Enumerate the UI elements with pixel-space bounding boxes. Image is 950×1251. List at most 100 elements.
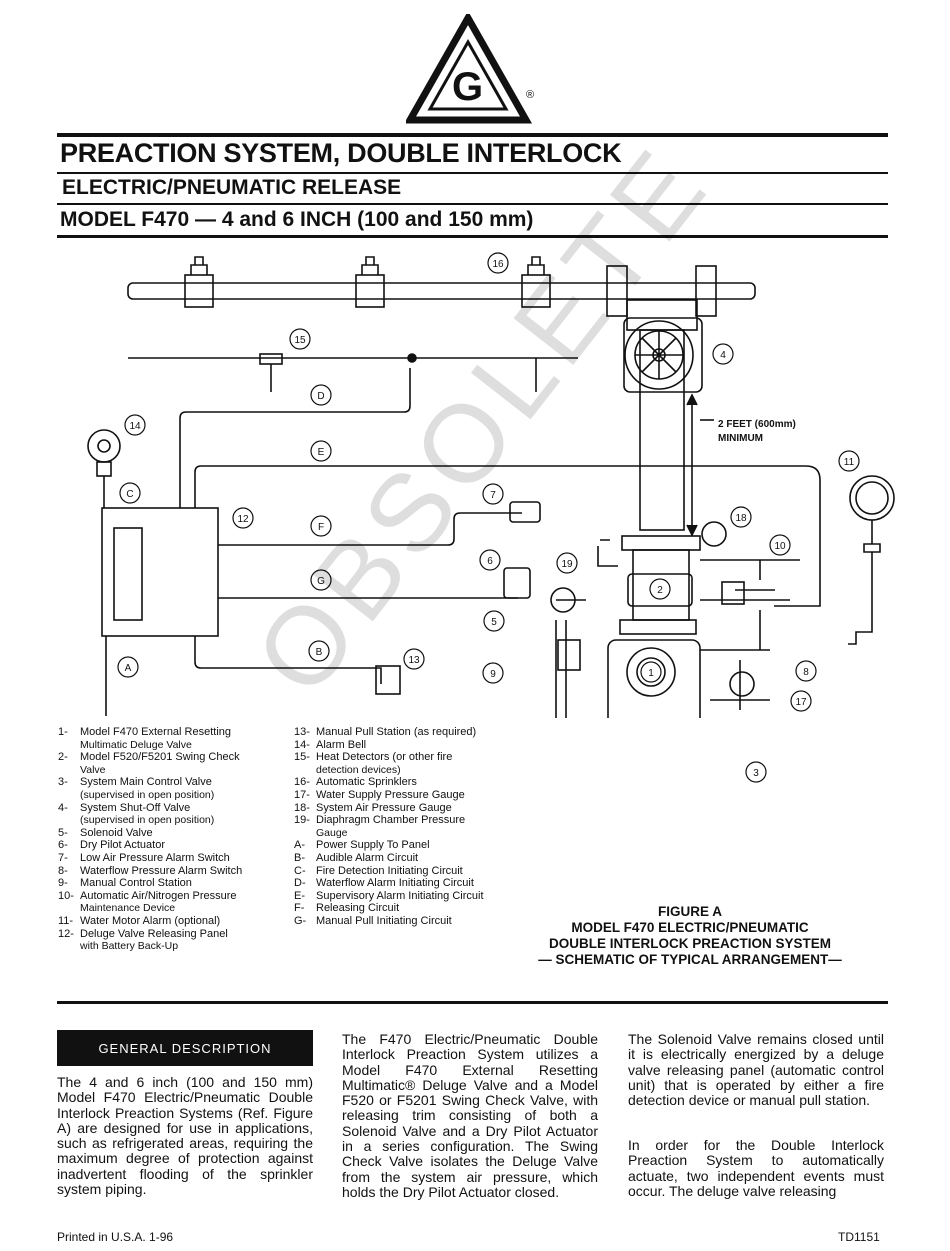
legend-item-text: Solenoid Valve <box>80 826 153 839</box>
figure-caption: FIGURE A MODEL F470 ELECTRIC/PNEUMATIC D… <box>500 904 880 968</box>
legend-item-number: 19- <box>294 814 310 827</box>
legend-item-text: Automatic Sprinklers <box>316 776 417 789</box>
caption-line-3: DOUBLE INTERLOCK PREACTION SYSTEM <box>548 936 831 951</box>
legend-item-body: Water Motor Alarm (optional) <box>80 915 220 928</box>
description-column-3b: In order for the Double Interlock Preact… <box>628 1137 884 1199</box>
legend-item-body: Manual Control Station <box>80 877 192 890</box>
callout-19: 19 <box>556 552 578 574</box>
svg-text:4: 4 <box>720 350 726 361</box>
svg-text:B: B <box>316 647 323 658</box>
alarm-bell <box>87 429 121 508</box>
sprinkler-main-pipe <box>127 265 756 317</box>
legend-item: G-Manual Pull Initiating Circuit <box>294 915 524 928</box>
legend-item-number: 17- <box>294 788 310 801</box>
legend-item-number: 16- <box>294 776 310 789</box>
legend-item-text: Low Air Pressure Alarm Switch <box>80 851 230 864</box>
legend-item-text: System Air Pressure Gauge <box>316 801 452 814</box>
svg-text:D: D <box>317 391 324 402</box>
circuit-d <box>194 465 821 607</box>
callout-17: 17 <box>790 690 812 712</box>
svg-text:10: 10 <box>774 541 786 552</box>
water-motor-alarm <box>848 475 895 645</box>
legend-item-subtext: detection devices) <box>316 763 401 776</box>
legend-item-body: Audible Alarm Circuit <box>316 852 418 865</box>
legend-item-number: D- <box>294 877 306 890</box>
legend-item-subtext: (supervised in open position) <box>80 788 215 801</box>
callout-7: 7 <box>482 483 504 505</box>
legend-item: 11- Water Motor Alarm (optional) <box>58 915 288 928</box>
legend-item-body: Low Air Pressure Alarm Switch <box>80 852 230 865</box>
subtitle-rule <box>57 203 888 205</box>
legend-item-subtext: Gauge <box>316 826 348 839</box>
svg-text:A: A <box>125 663 132 674</box>
svg-text:12: 12 <box>237 514 249 525</box>
callout-c: D <box>310 384 332 406</box>
legend-item: 18-System Air Pressure Gauge <box>294 802 524 815</box>
swing-check-valve <box>627 573 693 607</box>
legend-item-number: 7- <box>58 851 68 864</box>
legend-item: B- Audible Alarm Circuit <box>294 852 524 865</box>
dimension-label-1: 2 FEET (600mm) <box>718 419 796 430</box>
svg-text:C: C <box>126 489 133 500</box>
legend-item-number: 1- <box>58 726 68 738</box>
legend-item: 7- Low Air Pressure Alarm Switch <box>58 852 288 865</box>
page-title: PREACTION SYSTEM, DOUBLE INTERLOCK <box>60 138 622 168</box>
callout-5: 5 <box>483 610 505 632</box>
legend-item-text: Waterflow Alarm Initiating Circuit <box>316 877 474 890</box>
page-subtitle: ELECTRIC/PNEUMATIC RELEASE <box>62 176 402 199</box>
svg-text:8: 8 <box>803 667 809 678</box>
legend-item-text: System Main Control Valve <box>80 776 212 789</box>
callout-13: 13 <box>403 648 425 670</box>
legend-item-number: 3- <box>58 776 68 789</box>
logo-letter: G <box>452 65 483 109</box>
legend-item-body: Alarm Bell <box>316 739 366 752</box>
legend-item-body: Fire Detection Initiating Circuit <box>316 865 463 878</box>
callout-18: 18 <box>730 506 752 528</box>
svg-text:6: 6 <box>487 556 493 567</box>
svg-text:15: 15 <box>294 335 306 346</box>
circuit-c <box>179 368 411 508</box>
legend-item: 13- Manual Pull Station (as required) <box>294 726 524 739</box>
callout-9: 9 <box>482 662 504 684</box>
svg-text:11: 11 <box>844 457 855 468</box>
legend-item-number: 13- <box>294 726 310 738</box>
circuit-g <box>194 636 382 684</box>
general-description-heading: GENERAL DESCRIPTION <box>57 1030 313 1066</box>
legend-item-number: 11- <box>58 914 74 927</box>
svg-text:5: 5 <box>491 617 497 628</box>
print-info: Printed in U.S.A. 1-96 <box>57 1230 174 1244</box>
legend-item-text: Diaphragm Chamber Pressure <box>316 814 466 827</box>
legend-item-number: B- <box>294 851 305 864</box>
svg-text:17: 17 <box>795 697 807 708</box>
legend-item-number: G- <box>294 914 307 927</box>
model-heading: MODEL F470 — 4 and 6 INCH (100 and 150 m… <box>60 208 534 231</box>
legend-item-body: Solenoid Valve <box>80 827 153 840</box>
legend-item-text: Supervisory Alarm Initiating Circuit <box>316 889 484 902</box>
legend-item-text: Power Supply To Panel <box>316 839 430 852</box>
legend-item-body: Power Supply To Panel <box>316 839 430 852</box>
legend-item-subtext: (supervised in open position) <box>80 814 215 827</box>
legend-item-text: Water Motor Alarm (optional) <box>80 914 221 927</box>
top-rule <box>57 133 888 137</box>
legend-item-body: Manual Pull Station (as required) <box>316 726 476 739</box>
heat-detector-line <box>128 353 578 392</box>
releasing-panel <box>101 507 219 637</box>
callout-f: G <box>310 569 332 591</box>
svg-text:7: 7 <box>490 490 496 501</box>
callout-10: 10 <box>769 534 791 556</box>
description-column-1: The 4 and 6 inch (100 and 150 mm) Model … <box>57 1074 313 1198</box>
callout-3: 3 <box>744 760 768 789</box>
svg-text:18: 18 <box>735 513 747 524</box>
legend-item: 16- Automatic Sprinklers <box>294 776 524 789</box>
legend-right: 13-Manual Pull Station (as required)14-A… <box>294 726 524 928</box>
document-id: TD1151 <box>838 1230 880 1244</box>
svg-text:2: 2 <box>657 585 663 596</box>
callout-a: A <box>117 656 139 678</box>
svg-text:16: 16 <box>492 259 504 270</box>
callout-2: 2 <box>649 578 671 600</box>
